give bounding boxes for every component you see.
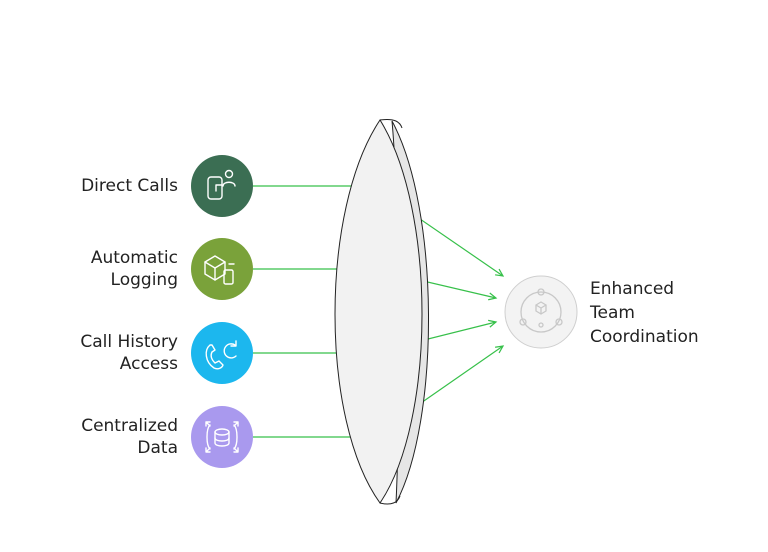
label-line: Call History xyxy=(80,332,178,352)
label-automatic-logging: Automatic Logging xyxy=(28,247,178,291)
output-node xyxy=(504,275,578,349)
phone-refresh-icon xyxy=(205,340,237,370)
box-pen-icon xyxy=(204,255,235,285)
label-enhanced-team-coordination: Enhanced Team Coordination xyxy=(590,277,760,349)
label-line: Coordination xyxy=(590,327,699,347)
label-line: Automatic xyxy=(90,248,178,268)
label-call-history-access: Call History Access xyxy=(28,331,178,375)
label-line: Centralized xyxy=(81,416,178,436)
input-circle-automatic-logging xyxy=(191,238,253,300)
phone-user-icon xyxy=(207,169,236,200)
lens-rim-bottom xyxy=(379,495,401,505)
label-line: Enhanced xyxy=(590,279,675,299)
label-line: Data xyxy=(137,438,178,458)
label-line: Team xyxy=(590,303,635,323)
label-line: Logging xyxy=(110,270,178,290)
circle-automatic-logging xyxy=(191,238,253,300)
connector-arrowhead xyxy=(488,292,498,301)
input-circle-centralized-data xyxy=(191,406,253,468)
connector-arrowhead xyxy=(488,319,498,328)
connector-arrowhead xyxy=(495,345,505,354)
input-circles xyxy=(191,155,253,468)
circle-centralized-data xyxy=(191,406,253,468)
input-circle-call-history-access xyxy=(191,322,253,384)
lens xyxy=(334,119,429,505)
connector-arrowhead xyxy=(495,268,505,277)
circle-call-history-access xyxy=(191,322,253,384)
network-hub-icon xyxy=(519,288,563,333)
input-circle-direct-calls xyxy=(191,155,253,217)
label-centralized-data: Centralized Data xyxy=(28,415,178,459)
database-arrows-icon xyxy=(205,421,239,453)
lens-rim xyxy=(379,119,403,129)
label-line: Access xyxy=(119,354,178,374)
label-direct-calls: Direct Calls xyxy=(28,175,178,197)
label-line: Direct Calls xyxy=(81,176,178,196)
